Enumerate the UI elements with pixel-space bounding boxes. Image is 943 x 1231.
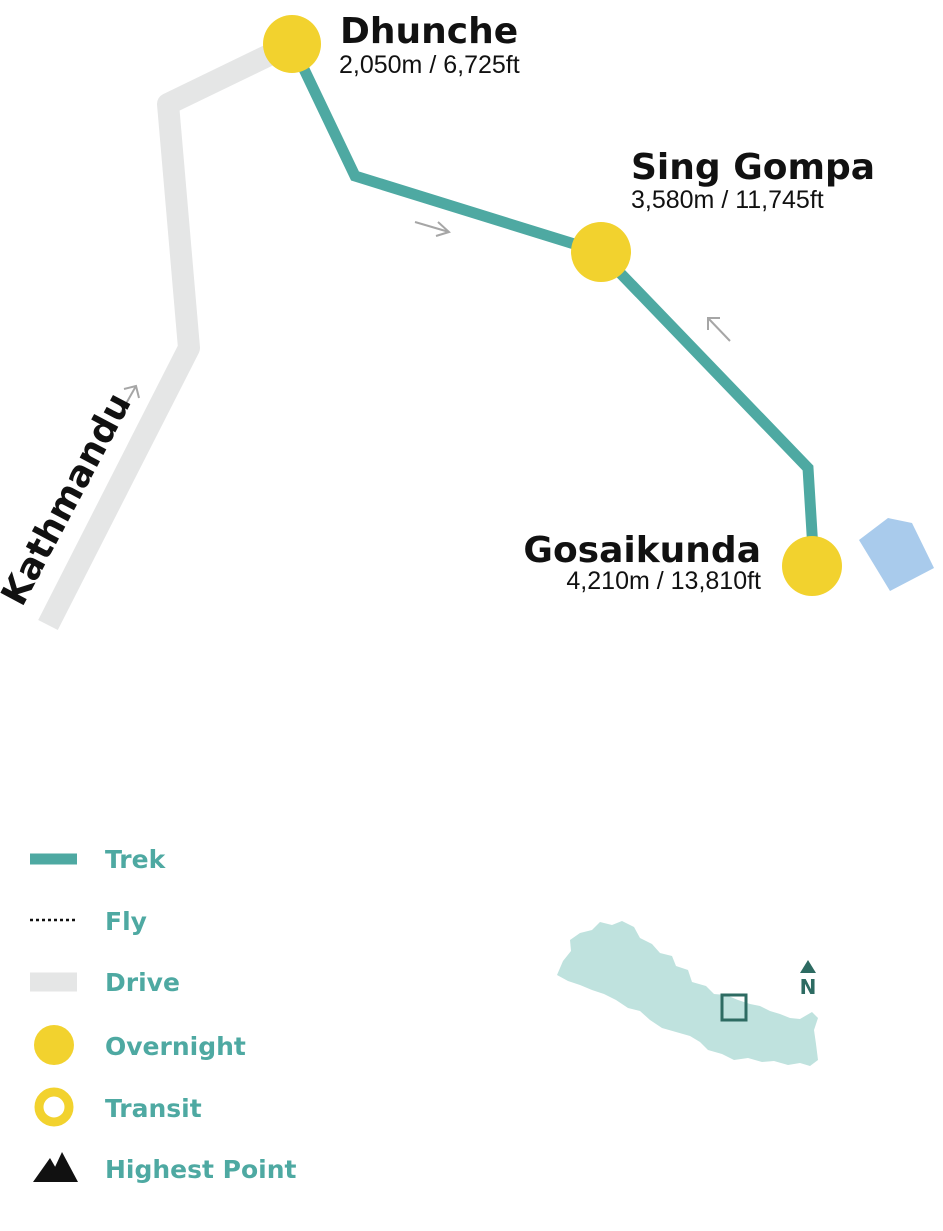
stop-altitude-gosaikunda: 4,210m / 13,810ft (566, 567, 761, 595)
legend-label-highest-point: Highest Point (105, 1155, 297, 1184)
direction-arrow-icon (707, 317, 731, 342)
legend: Trek Fly Drive Overnight Transit Highest… (30, 845, 297, 1184)
lake-icon (859, 518, 934, 591)
overnight-marker-sing-gompa (571, 222, 631, 282)
stop-name-sing-gompa: Sing Gompa (631, 147, 875, 188)
direction-arrow-icon (118, 384, 140, 417)
north-arrow-icon: N (800, 960, 817, 999)
nepal-outline (557, 921, 818, 1066)
overnight-marker-gosaikunda (782, 536, 842, 596)
legend-label-overnight: Overnight (105, 1032, 246, 1061)
stop-altitude-sing-gompa: 3,580m / 11,745ft (631, 186, 824, 214)
transit-ring-icon (34, 1087, 74, 1127)
stop-name-dhunche: Dhunche (340, 11, 518, 52)
stop-altitude-dhunche: 2,050m / 6,725ft (339, 51, 520, 79)
legend-label-fly: Fly (105, 907, 147, 936)
overnight-dot-icon (34, 1025, 74, 1065)
locator-frame (720, 993, 748, 1022)
mountain-icon (33, 1152, 78, 1182)
legend-label-trek: Trek (105, 845, 167, 874)
trek-route (287, 41, 820, 567)
stop-name-gosaikunda: Gosaikunda (523, 530, 761, 571)
direction-arrow-icon (414, 221, 451, 237)
legend-label-drive: Drive (105, 968, 180, 997)
overnight-marker-dhunche (263, 15, 321, 73)
drive-route (38, 34, 297, 630)
north-label: N (800, 975, 817, 999)
legend-label-transit: Transit (105, 1094, 202, 1123)
nepal-locator-map (557, 921, 818, 1066)
